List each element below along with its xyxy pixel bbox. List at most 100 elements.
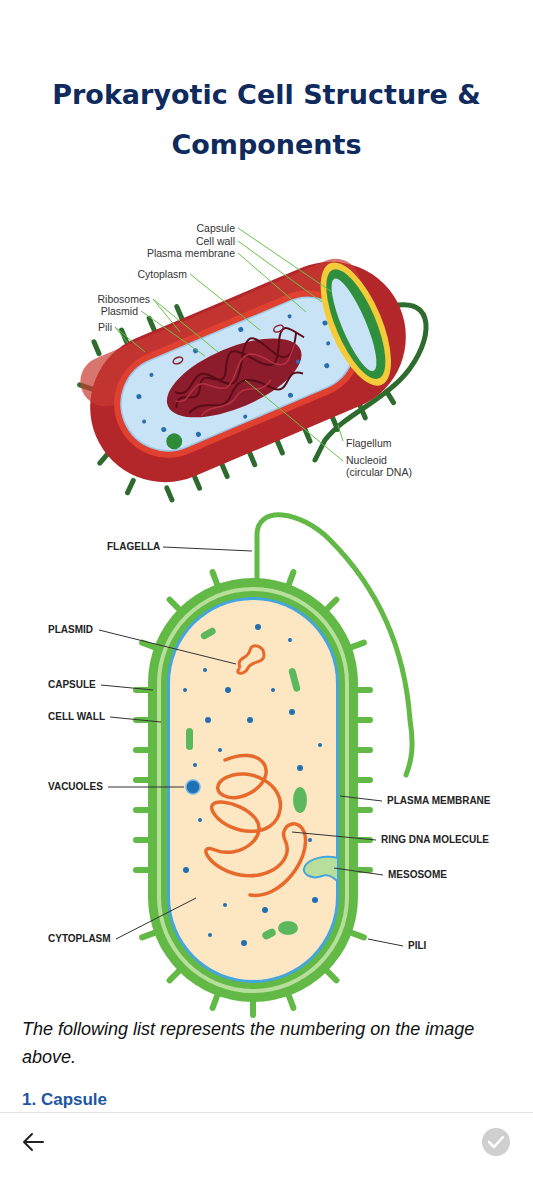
pili-2d bbox=[136, 572, 370, 1015]
leader-line bbox=[99, 547, 403, 946]
bacterium-2d bbox=[206, 755, 306, 895]
bacterium-3d bbox=[123, 295, 350, 456]
bacterium-2d bbox=[208, 933, 212, 937]
part-label: Cell wall bbox=[196, 235, 235, 247]
bacterium-3d bbox=[287, 314, 292, 319]
part-label: Pili bbox=[98, 321, 112, 333]
bacterium-2d bbox=[278, 921, 298, 935]
part-label: CELL WALL bbox=[48, 711, 105, 723]
bacterium-2d bbox=[262, 907, 268, 913]
leader-line bbox=[334, 868, 383, 875]
leader-line bbox=[163, 547, 252, 551]
bacterium-3d bbox=[287, 392, 294, 399]
bacterium-2d bbox=[293, 787, 307, 813]
leader-line bbox=[190, 274, 260, 330]
bacterium-3d bbox=[141, 419, 146, 424]
bacterium-3d bbox=[238, 326, 245, 333]
bacterium-2d bbox=[271, 688, 275, 692]
bacterium-3d bbox=[160, 426, 167, 433]
bottom-bar bbox=[0, 1112, 533, 1113]
bacterium-2d bbox=[148, 578, 358, 1002]
leader-line bbox=[292, 832, 376, 840]
check-icon bbox=[489, 1137, 503, 1147]
bacterium-3d bbox=[323, 274, 384, 375]
bacterium-3d bbox=[326, 341, 331, 346]
part-label: CAPSULE bbox=[48, 679, 96, 691]
bacterium-3d bbox=[322, 320, 329, 327]
bacterium-3d bbox=[67, 238, 429, 505]
part-label: Capsule bbox=[196, 222, 235, 234]
bacterium-2d bbox=[241, 940, 247, 946]
bacterium-2d bbox=[205, 717, 211, 723]
bacterium-2d bbox=[148, 578, 358, 1002]
part-label: PLASMA MEMBRANE bbox=[387, 795, 491, 807]
bacterium-2d bbox=[308, 838, 312, 842]
bacterium-2d bbox=[170, 600, 336, 980]
bacterium-3d bbox=[55, 243, 394, 520]
bacterium-3d bbox=[195, 431, 202, 438]
part-label: Plasmid bbox=[101, 305, 138, 317]
bacterium-3d bbox=[243, 414, 248, 419]
leader-line bbox=[368, 939, 403, 946]
bacterium-2d bbox=[200, 626, 217, 640]
part-label: PLASMID bbox=[48, 624, 93, 636]
bacterium-2d bbox=[288, 638, 292, 642]
part-label: VACUOLES bbox=[48, 781, 103, 793]
bacterium-2d bbox=[203, 668, 207, 672]
bacterium-2d bbox=[288, 667, 301, 692]
bacterium-2d bbox=[312, 897, 318, 903]
leader-line bbox=[238, 241, 322, 302]
bacterium-3d bbox=[55, 227, 434, 521]
part-label: PILI bbox=[408, 940, 426, 952]
leader-line bbox=[141, 311, 205, 356]
bacterium-2d bbox=[186, 780, 200, 794]
leader-line bbox=[115, 228, 343, 461]
leader-line bbox=[338, 425, 343, 441]
bacterium-2d bbox=[193, 763, 197, 767]
part-label: RING DNA MOLECULE bbox=[381, 834, 489, 846]
part-label: Ribosomes bbox=[97, 293, 150, 305]
leader-line bbox=[153, 299, 218, 352]
part-label: Nucleoid (circular DNA) bbox=[346, 454, 421, 478]
bacterium-2d bbox=[247, 717, 253, 723]
leader-line bbox=[340, 796, 382, 801]
check-icon bbox=[482, 1128, 510, 1156]
leader-line bbox=[101, 685, 153, 690]
bottom-bar bbox=[0, 1112, 533, 1179]
part-label: CYTOPLASM bbox=[48, 933, 111, 945]
bacterium-2d bbox=[261, 927, 277, 940]
caption-text: The following list represents the number… bbox=[22, 1015, 517, 1071]
bacterium-2d bbox=[183, 688, 187, 692]
bacterium-2d bbox=[255, 624, 261, 630]
bacterium-2d bbox=[161, 591, 345, 989]
bacterium-3d bbox=[170, 336, 306, 423]
leader-line bbox=[108, 787, 184, 788]
bacterium-2d bbox=[186, 728, 193, 750]
bacterium-3d bbox=[136, 393, 143, 400]
bacterium-2d bbox=[289, 709, 295, 715]
part-label: Plasma membrane bbox=[147, 247, 235, 259]
part-label: Cytoplasm bbox=[137, 268, 187, 280]
bacterium-2d bbox=[183, 624, 322, 946]
leader-line bbox=[238, 228, 332, 292]
leader-line bbox=[99, 630, 236, 664]
leader-line bbox=[116, 898, 196, 939]
leader-line bbox=[245, 380, 343, 461]
pili-2d bbox=[136, 572, 370, 1015]
bacterium-2d bbox=[318, 743, 322, 747]
bacterium-2d bbox=[183, 867, 189, 873]
part-label: FLAGELLA bbox=[107, 541, 160, 553]
bacterium-3d bbox=[324, 362, 331, 369]
leader-line bbox=[238, 253, 306, 312]
part-label: MESOSOME bbox=[388, 869, 447, 881]
list-item: 1. Capsule bbox=[22, 1090, 107, 1110]
bacterium-2d bbox=[198, 818, 202, 822]
part-label: Flagellum bbox=[346, 437, 392, 449]
bacterium-3d bbox=[149, 372, 154, 377]
bacterium-2d bbox=[225, 687, 231, 693]
check-icon bbox=[482, 1128, 510, 1156]
back-arrow-icon bbox=[24, 1134, 43, 1150]
bacterium-2d bbox=[157, 587, 349, 993]
bacterium-2d bbox=[304, 857, 338, 882]
